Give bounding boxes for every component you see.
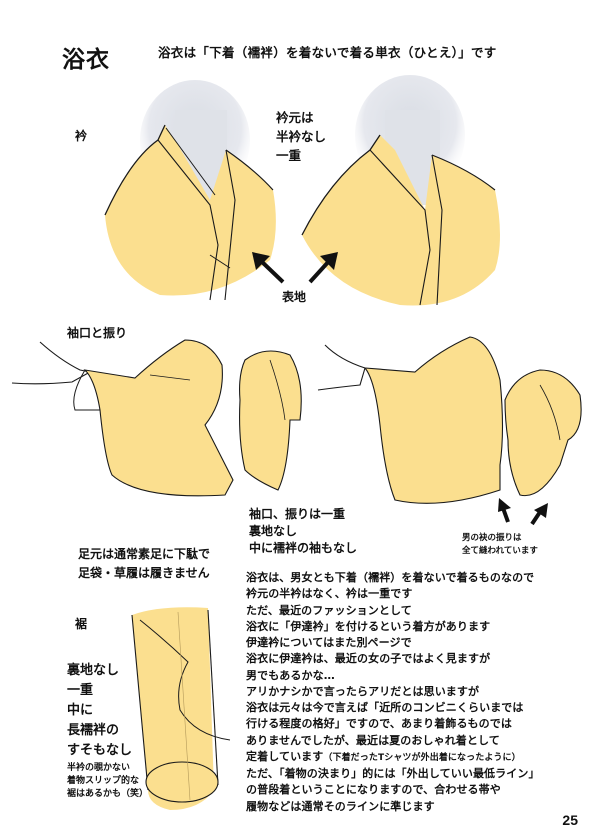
paragraph-line: 浴衣に「伊達衿」を付けるという着方があります <box>246 619 491 633</box>
sleeve-illustration-left <box>11 339 302 497</box>
paragraph-line: ただ、最近のファッションとして <box>246 603 412 617</box>
paragraph-line: 浴衣に伊達衿は、最近の女の子ではよく見ますが <box>246 652 491 666</box>
hem-note-line: すそもなし <box>67 743 133 758</box>
sleeve-note-line: 裏地なし <box>249 524 298 538</box>
hem-label: 裾 <box>75 617 88 631</box>
hem-small-note-line: 半衿の覗かない <box>67 763 131 773</box>
page-title: 浴衣 <box>62 47 110 73</box>
collar-note-line: 一重 <box>276 148 302 163</box>
feet-note-line: 足袋・草履は履きません <box>78 566 210 580</box>
paragraph-line: 定着しています（下着だったTシャツが外出着になったように） <box>246 749 540 766</box>
arrow-icons-omoteji <box>252 252 338 284</box>
omoteji-label: 表地 <box>282 290 307 304</box>
collar-note-line: 半衿なし <box>276 129 327 144</box>
explanation-paragraph-1: 浴衣は、男女とも下着（襦袢）を着ないで着るものなので 衿元の半衿はなく、衿は一重… <box>246 570 534 700</box>
paragraph-line: 浴衣は元々は今で言えば「近所のコンビニくらいまでは <box>246 701 524 714</box>
sleeve-note-line: 袖口、振りは一重 <box>249 507 346 521</box>
paragraph-line: 男でもあるかな… <box>246 668 335 682</box>
collar-label: 衿 <box>75 129 88 143</box>
paragraph-line: 履物などは通常そのラインに準じます <box>246 799 435 813</box>
paragraph-line: 浴衣は、男女とも下着（襦袢）を着ないで着るものなので <box>246 571 535 584</box>
hem-note: 裏地なし 一重 中に 長襦袢の すそもなし <box>67 661 132 761</box>
feet-note-line: 足元は通常素足に下駄で <box>78 547 211 561</box>
sleeve-label: 袖口と振り <box>67 326 128 340</box>
collar-note: 衿元は 半衿なし 一重 <box>276 108 326 165</box>
paragraph-line: の普段着ということになりますので、合わせる帯や <box>246 783 501 797</box>
mens-sleeve-note-line: 男の袂の振りは <box>462 533 522 543</box>
paragraph-line: 衿元の半衿はなく、衿は一重です <box>246 587 413 601</box>
paragraph-line: ありませんでしたが、最近は夏のおしゃれ着として <box>246 733 500 747</box>
collar-illustration-left <box>104 80 276 301</box>
hem-illustration <box>131 607 231 810</box>
explanation-paragraph-2: 浴衣は元々は今で言えば「近所のコンビニくらいまでは 行ける程度の格好」ですので、… <box>246 700 540 815</box>
collar-illustration-right <box>301 75 500 306</box>
page-number: 25 <box>562 812 578 828</box>
feet-note: 足元は通常素足に下駄で 足袋・草履は履きません <box>78 545 210 583</box>
hem-note-line: 裏地なし <box>67 663 120 678</box>
sleeve-note-line: 中に襦袢の袖もなし <box>249 541 358 555</box>
hem-note-line: 一重 <box>67 683 94 698</box>
paragraph-line-main: 定着しています <box>246 749 324 763</box>
hem-note-line: 長襦袢の <box>67 723 120 738</box>
hem-small-note-line: 着物スリップ的な <box>67 776 140 786</box>
paragraph-line: 行ける程度の格好」ですので、あまり着飾るものでは <box>246 717 512 731</box>
paragraph-line: アリかナシかで言ったらアリだとは思いますが <box>246 685 480 699</box>
collar-note-line: 衿元は <box>276 110 314 125</box>
paragraph-line: 伊達衿についてはまた別ページで <box>246 636 412 650</box>
mens-sleeve-note-line: 全て縫われています <box>462 545 538 556</box>
sleeve-note: 袖口、振りは一重 裏地なし 中に襦袢の袖もなし <box>249 506 357 557</box>
hem-note-line: 中に <box>67 703 94 718</box>
paragraph-line: ただ、「着物の決まり」的には「外出していい最低ライン」 <box>246 767 540 781</box>
page-subtitle: 浴衣は「下着（襦袢）を着ないで着る単衣（ひとえ）」です <box>158 45 497 60</box>
arrow-icons-mens-sleeve <box>498 498 548 526</box>
paragraph-line-aside: （下着だったTシャツが外出着になったように） <box>323 752 521 763</box>
hem-small-note-line: 裾はあるかも（笑） <box>67 789 149 799</box>
mens-sleeve-note: 男の袂の振りは 全て縫われています <box>462 532 538 557</box>
sleeve-illustration-right <box>317 336 582 504</box>
hem-small-note: 半衿の覗かない 着物スリップ的な 裾はあるかも（笑） <box>67 762 148 801</box>
